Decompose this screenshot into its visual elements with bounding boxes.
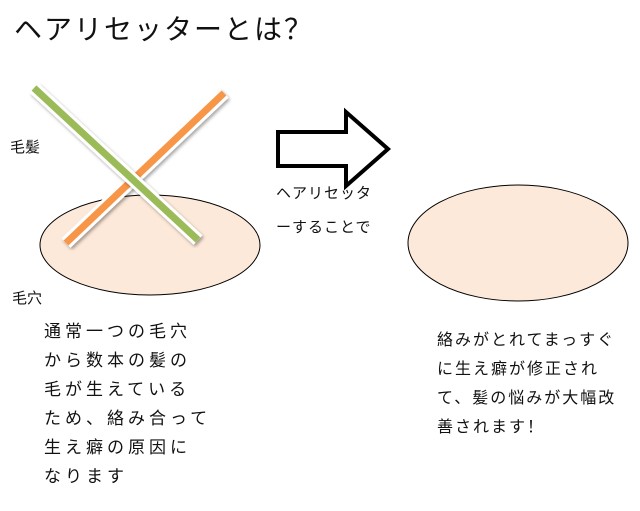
- before-description: 通常一つの毛穴 から数本の髪の 毛が生えている ため、絡み合って 生え癖の原因に…: [44, 318, 211, 492]
- hair-label: 毛髪: [10, 138, 41, 156]
- before-description-line: 生え癖の原因に: [44, 438, 191, 458]
- arrow-caption: ヘアリセッタ ーすることで: [276, 176, 372, 244]
- before-description-line: から数本の髪の: [44, 351, 191, 371]
- after-description: 絡みがとれてまっすぐ に生え癖が修正され て、髪の悩みが大幅改 善されます！: [437, 325, 616, 441]
- tangled-hairs: [29, 62, 229, 283]
- before-description-line: 毛が生えている: [44, 380, 191, 400]
- after-description-line: 善されます！: [437, 417, 546, 436]
- straight-hairs: [458, 47, 575, 256]
- arrow-caption-line: ヘアリセッタ: [276, 184, 373, 202]
- pore-label: 毛穴: [12, 289, 43, 307]
- after-description-line: て、髪の悩みが大幅改: [437, 388, 617, 407]
- before-description-line: 通常一つの毛穴: [44, 322, 191, 342]
- after-description-line: に生え癖が修正され: [437, 359, 600, 378]
- arrow-caption-line: ーすることで: [276, 218, 372, 236]
- pore-right: [407, 184, 629, 302]
- hair-green-left: [29, 83, 203, 245]
- before-description-line: ため、絡み合って: [44, 409, 212, 429]
- after-description-line: 絡みがとれてまっすぐ: [437, 330, 616, 349]
- hair-orange-left: [61, 88, 229, 248]
- right-arrow-shape: [276, 107, 392, 191]
- page-title: ヘアリセッターとは？: [14, 13, 315, 46]
- before-description-line: なります: [44, 467, 128, 487]
